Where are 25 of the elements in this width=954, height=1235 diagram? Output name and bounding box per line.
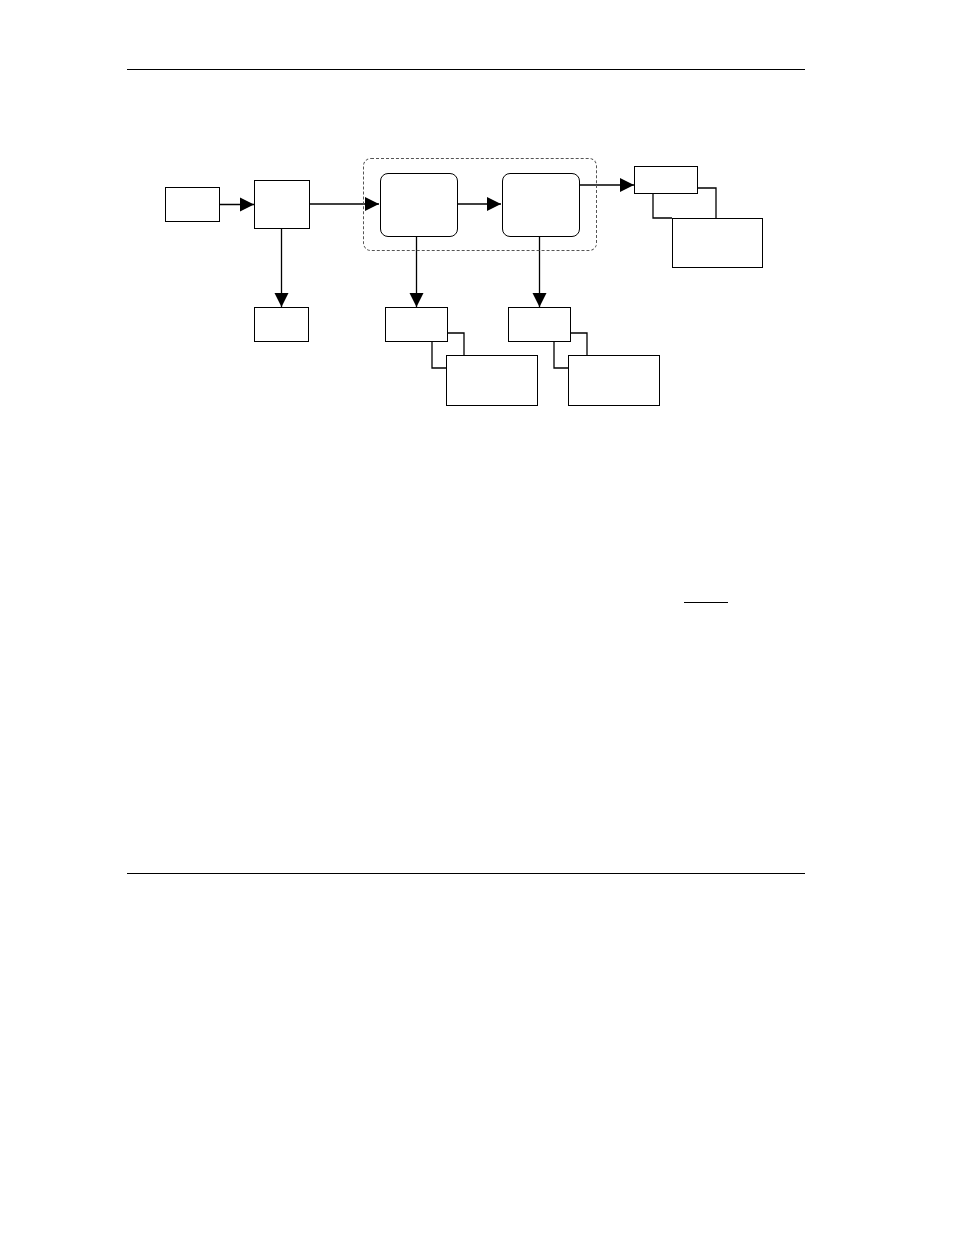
connector-line [570, 332, 588, 356]
process-box [385, 307, 448, 342]
connector-line [431, 341, 447, 369]
arrow [274, 228, 289, 308]
arrow [219, 197, 255, 212]
connector-line [553, 341, 569, 369]
connector-line [652, 193, 673, 219]
process-box [568, 355, 660, 406]
rounded-process-box [502, 173, 580, 237]
process-box [165, 187, 220, 222]
arrow [532, 235, 547, 308]
arrow [456, 196, 502, 212]
rounded-process-box [380, 173, 458, 237]
arrow [309, 196, 380, 212]
arrow [409, 235, 424, 308]
process-box [254, 180, 310, 229]
process-box [508, 307, 571, 342]
arrow [578, 177, 635, 193]
process-box [634, 166, 698, 194]
connector-line [697, 187, 717, 219]
connector-line [447, 332, 465, 356]
process-box [254, 307, 309, 342]
dashed-group-box [363, 158, 597, 251]
process-box [446, 355, 538, 406]
process-box [672, 218, 763, 268]
